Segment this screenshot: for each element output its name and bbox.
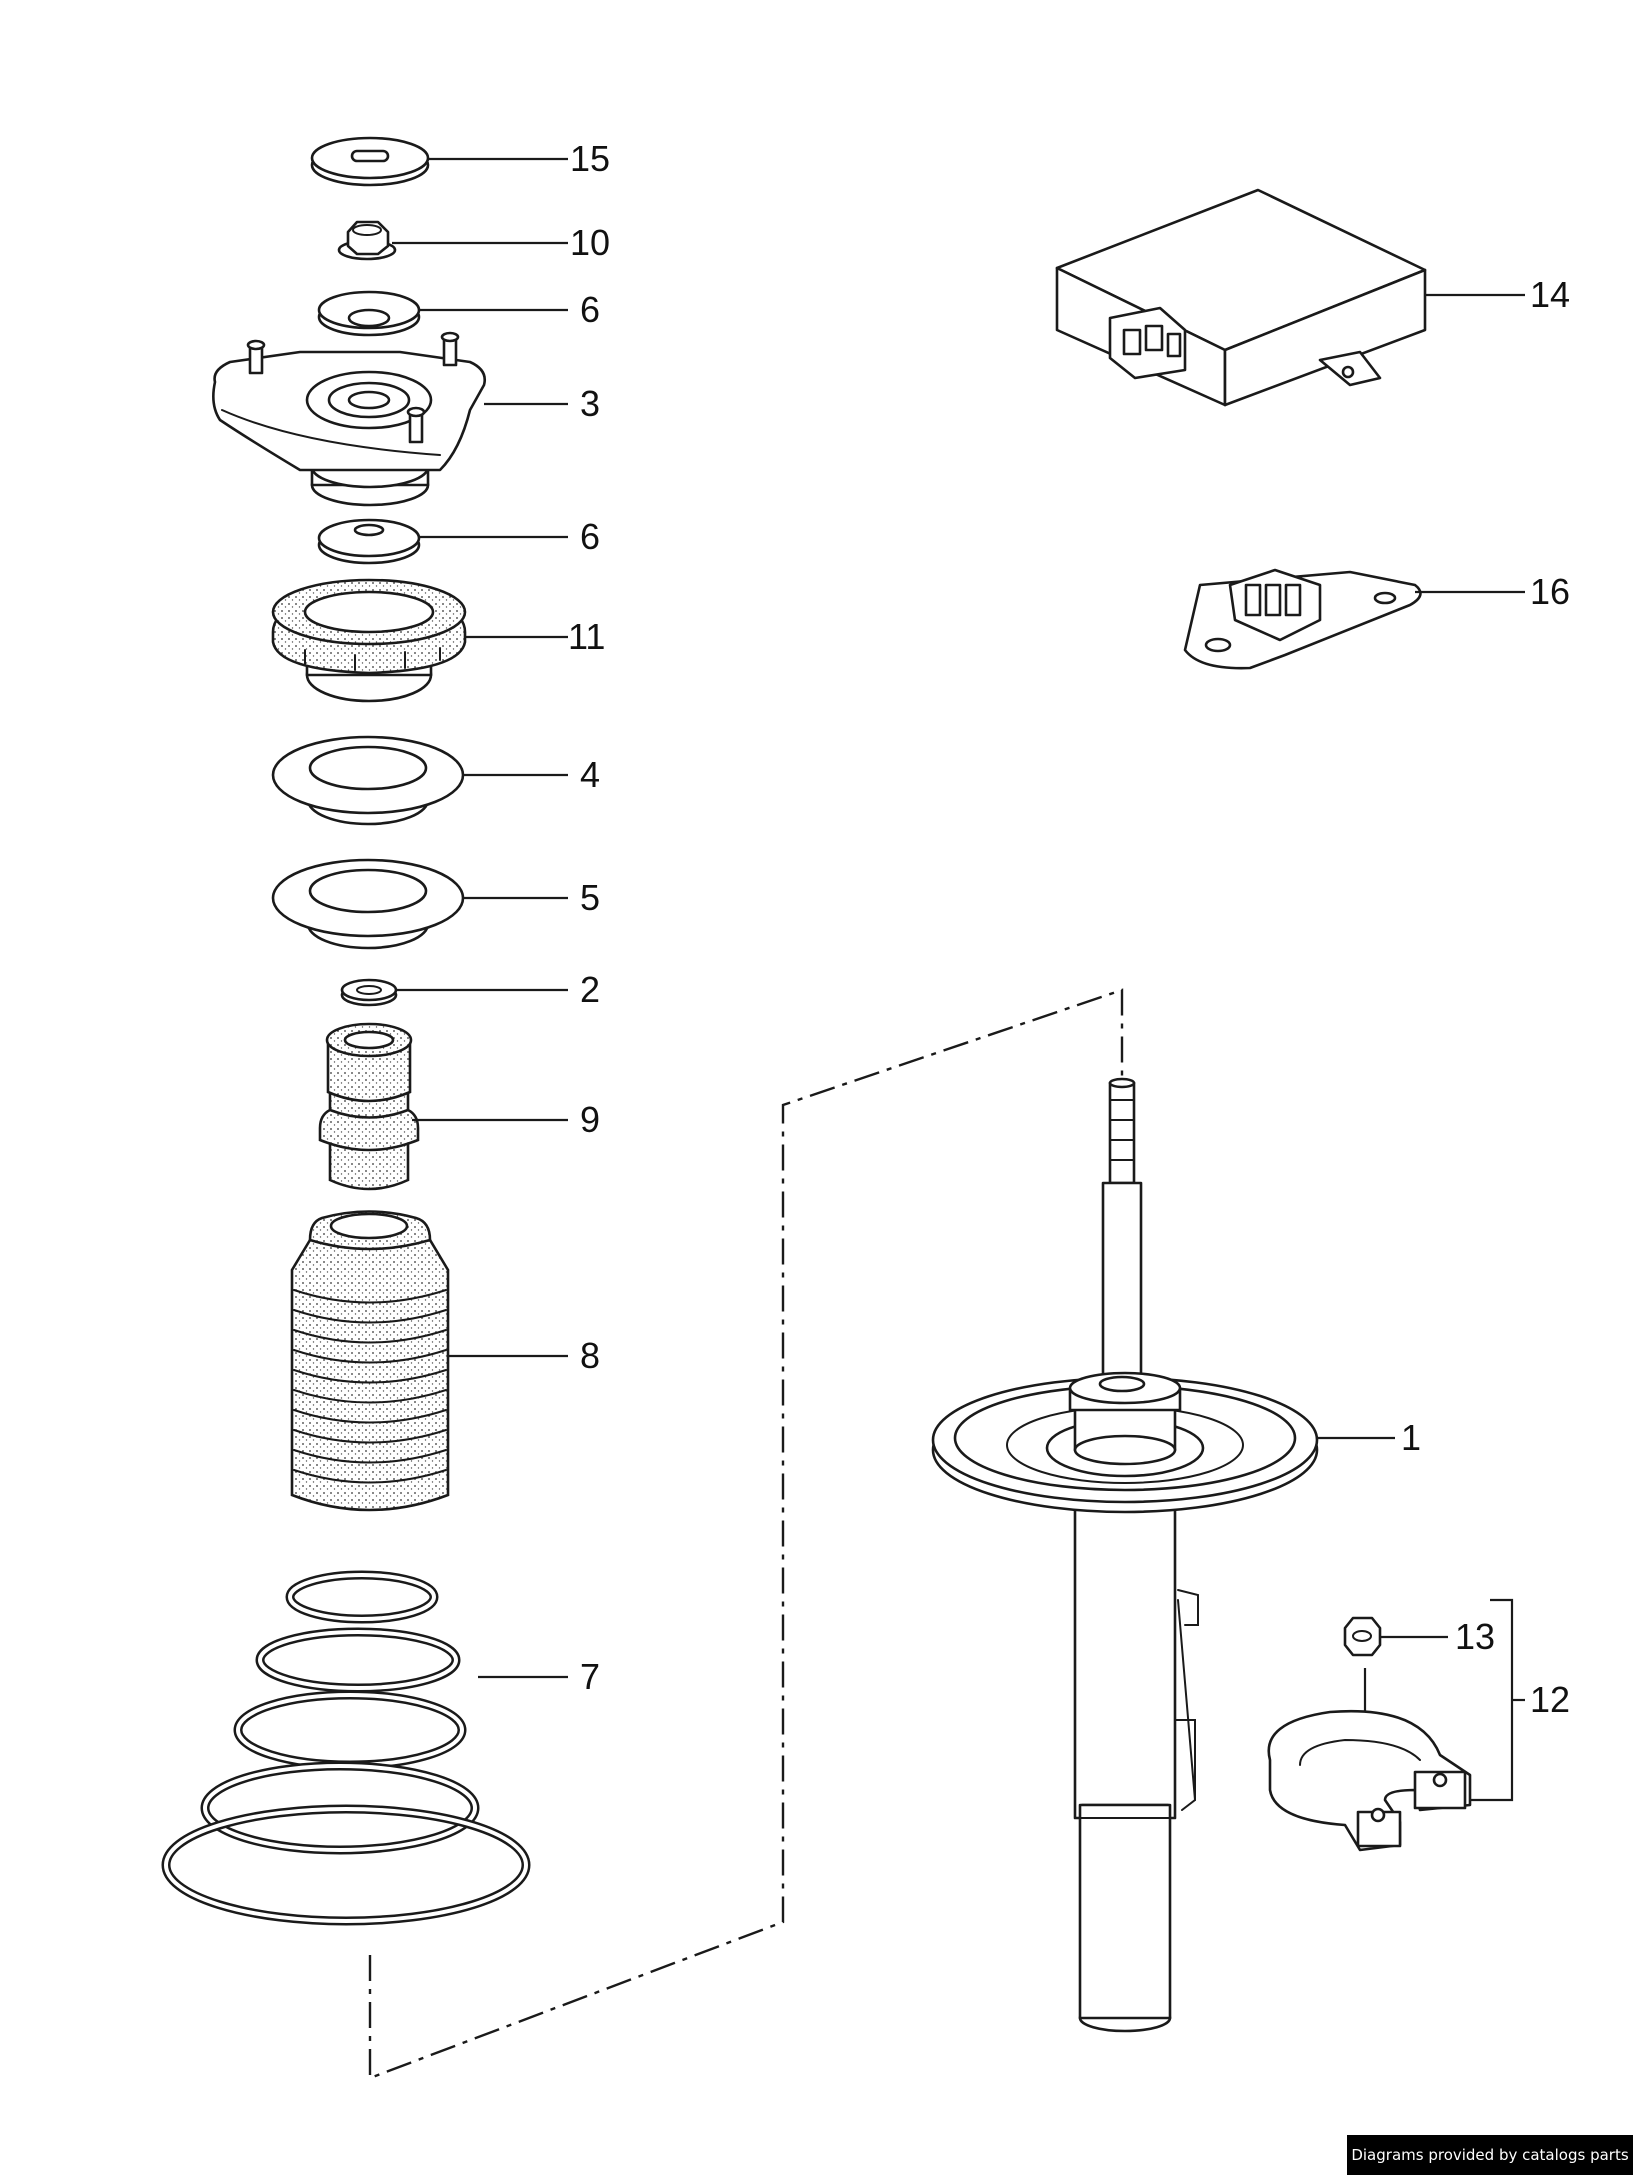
part-5-spring-pad xyxy=(271,858,465,950)
callout-label-7: 7 xyxy=(580,1656,600,1697)
callout-16: 16 xyxy=(1415,571,1570,612)
part-9-bump-stop xyxy=(318,1022,420,1191)
assembly-centerline xyxy=(368,988,1124,2080)
part-16-bracket xyxy=(1183,568,1422,670)
part-3-strut-mount xyxy=(212,331,486,507)
callout-label-9: 9 xyxy=(580,1099,600,1140)
callout-label-6-upper: 6 xyxy=(580,289,600,330)
callout-label-3: 3 xyxy=(580,383,600,424)
callout-9: 9 xyxy=(412,1099,600,1140)
callout-6-lower: 6 xyxy=(420,516,600,557)
callout-8: 8 xyxy=(448,1335,600,1376)
part-14-control-unit xyxy=(1055,188,1427,407)
callout-label-15: 15 xyxy=(570,138,610,179)
part-6-washer-upper xyxy=(317,290,421,337)
callout-label-11: 11 xyxy=(568,616,605,657)
callout-label-12: 12 xyxy=(1530,1679,1570,1720)
part-6-washer-lower xyxy=(317,518,421,565)
callout-14: 14 xyxy=(1425,274,1570,315)
callout-label-10: 10 xyxy=(570,222,610,263)
callout-5: 5 xyxy=(463,877,600,918)
diagram-credit: Diagrams provided by catalogs parts xyxy=(1347,2135,1633,2175)
part-10-nut xyxy=(337,220,397,261)
callout-11: 11 xyxy=(465,616,605,657)
callout-label-1: 1 xyxy=(1401,1417,1421,1458)
callout-label-4: 4 xyxy=(580,754,600,795)
part-11-bearing xyxy=(271,578,467,703)
callout-label-2: 2 xyxy=(580,969,600,1010)
callout-15: 15 xyxy=(428,138,610,179)
callout-3: 3 xyxy=(484,383,600,424)
callout-1: 1 xyxy=(1317,1417,1421,1458)
callout-label-13: 13 xyxy=(1455,1616,1495,1657)
callout-label-6-lower: 6 xyxy=(580,516,600,557)
part-8-dust-boot xyxy=(290,1210,450,1512)
callout-label-5: 5 xyxy=(580,877,600,918)
callout-7: 7 xyxy=(478,1656,600,1697)
part-1-shock-absorber xyxy=(931,1077,1319,2033)
callout-10: 10 xyxy=(392,222,610,263)
callout-label-8: 8 xyxy=(580,1335,600,1376)
part-7-coil-spring xyxy=(161,1570,531,1926)
callout-label-16: 16 xyxy=(1530,571,1570,612)
part-2-washer xyxy=(340,978,398,1007)
part-15-cap xyxy=(310,136,430,187)
callout-13: 13 xyxy=(1380,1616,1495,1657)
part-12-clamp xyxy=(1267,1709,1472,1852)
callout-6-upper: 6 xyxy=(420,289,600,330)
callout-12-bracket: 12 xyxy=(1470,1598,1570,1802)
callout-label-14: 14 xyxy=(1530,274,1570,315)
callout-2: 2 xyxy=(396,969,600,1010)
callout-4: 4 xyxy=(463,754,600,795)
part-4-spring-seat xyxy=(271,735,465,826)
